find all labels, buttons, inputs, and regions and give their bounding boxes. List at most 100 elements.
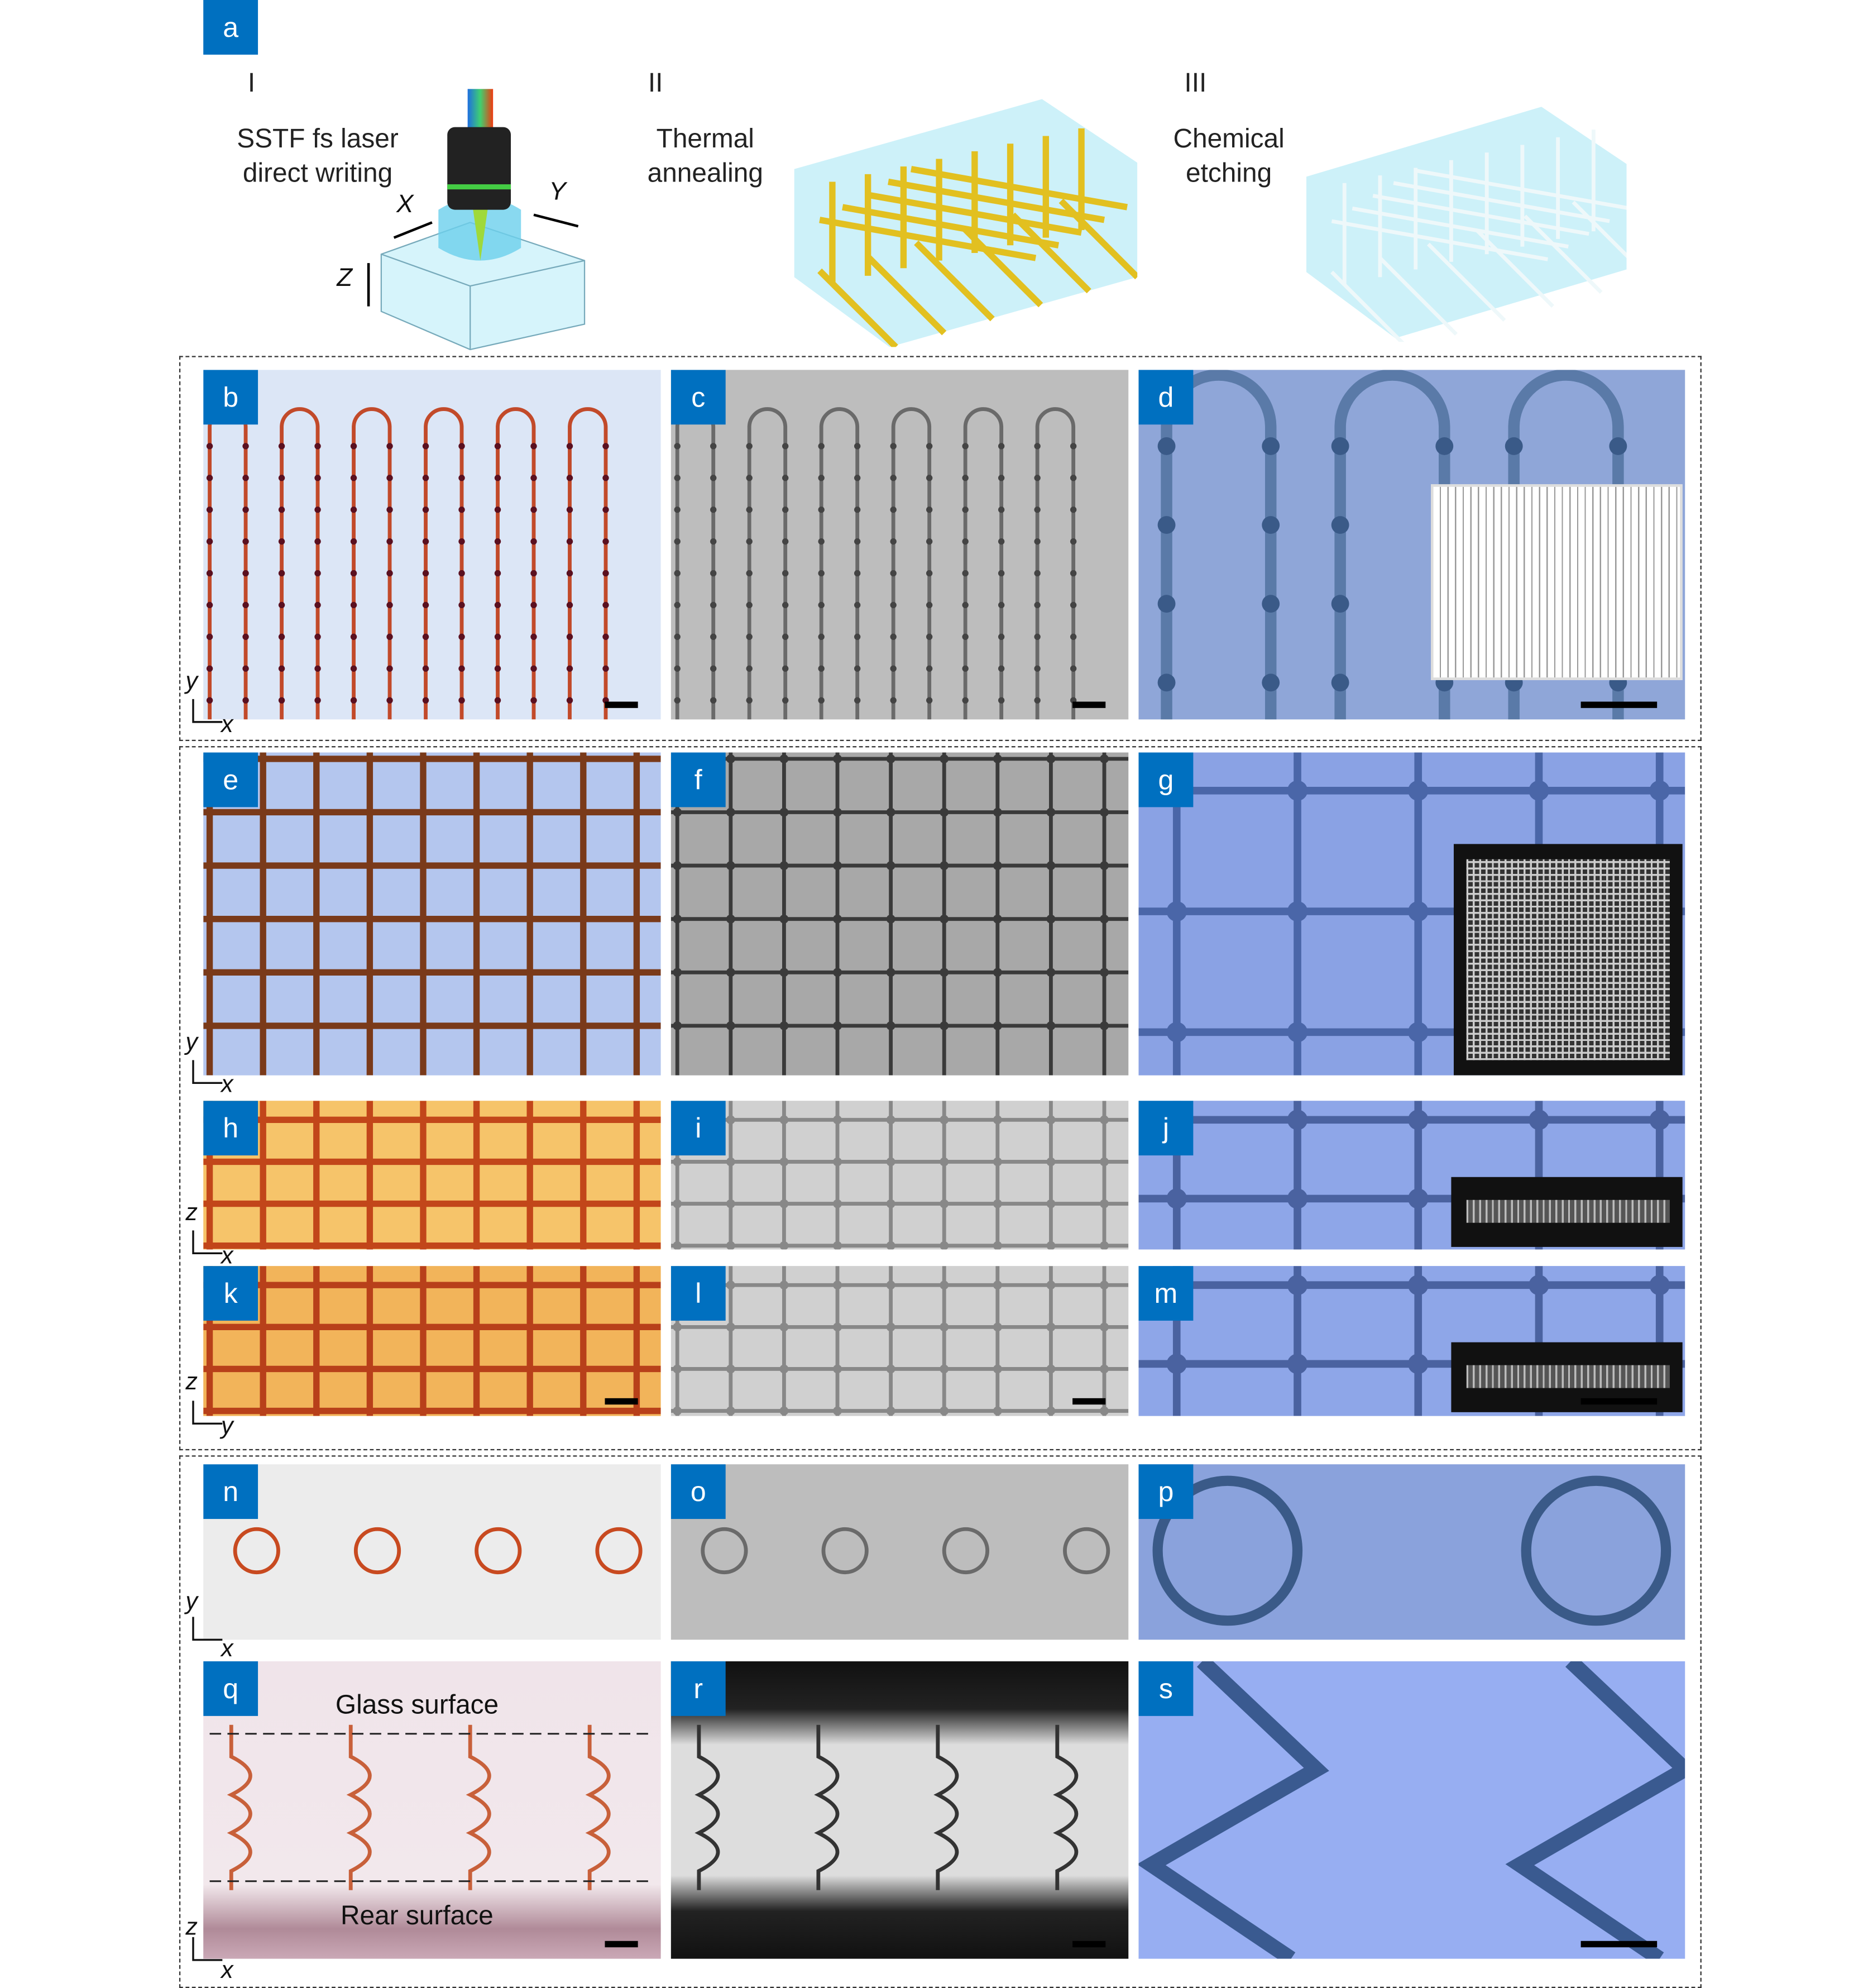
node-dot	[940, 1021, 949, 1030]
panel-label-p: p	[1138, 1464, 1194, 1519]
node-dot	[206, 538, 213, 545]
node-dot	[258, 1406, 268, 1416]
lattice-rod	[1331, 219, 1549, 261]
node-dot	[422, 443, 429, 450]
micrograph-l	[670, 1266, 1129, 1416]
panel-m: m	[1138, 1266, 1685, 1416]
node-dot	[782, 601, 789, 609]
node-dot	[993, 914, 1002, 924]
node-dot	[1046, 1322, 1056, 1332]
node-dot	[525, 807, 535, 817]
node-dot	[566, 697, 573, 704]
node-dot	[419, 1157, 428, 1167]
node-dot	[578, 1115, 588, 1125]
node-dot	[494, 665, 501, 672]
node-dot	[258, 1364, 268, 1374]
node-dot	[962, 697, 969, 704]
node-dot	[1070, 633, 1077, 641]
node-dot	[726, 861, 735, 871]
node-dot	[673, 807, 682, 817]
node-dot	[1287, 1275, 1308, 1296]
node-dot	[998, 475, 1005, 481]
node-dot	[818, 443, 825, 450]
node-dot	[782, 443, 789, 450]
node-dot	[1408, 1022, 1429, 1043]
panel-label-c: c	[670, 370, 726, 425]
node-dot	[818, 570, 825, 577]
helical-channel	[585, 1724, 611, 1890]
panel-label-j: j	[1138, 1101, 1194, 1156]
axis-y-label: y	[185, 1029, 198, 1057]
node-dot	[940, 1199, 949, 1208]
node-dot	[1166, 1188, 1187, 1209]
panel-label-s: s	[1138, 1661, 1194, 1716]
panel-label-o: o	[670, 1464, 726, 1519]
panel-label-b: b	[203, 370, 258, 425]
node-dot	[886, 1241, 895, 1250]
node-dot	[854, 506, 861, 513]
axis-arrows-icon	[192, 699, 223, 723]
axis-y-label: y	[185, 1589, 198, 1616]
node-dot	[419, 1241, 428, 1250]
node-dot	[746, 633, 753, 641]
micrograph-h	[203, 1101, 661, 1250]
node-dot	[312, 1322, 321, 1332]
node-dot	[962, 475, 969, 481]
node-dot	[726, 1115, 735, 1125]
node-dot	[278, 443, 285, 450]
lattice-rod	[1010, 212, 1091, 294]
node-dot	[782, 633, 789, 641]
node-dot	[833, 914, 842, 924]
node-dot	[525, 1322, 535, 1332]
annealed-lattice-illustration	[794, 99, 1138, 347]
node-dot	[365, 861, 375, 871]
node-dot	[940, 1241, 949, 1250]
lattice-rod	[865, 254, 947, 336]
node-dot	[365, 968, 375, 977]
node-dot	[710, 601, 717, 609]
node-dot	[1408, 1110, 1429, 1130]
node-dot	[312, 1199, 321, 1208]
lattice-rod	[1378, 256, 1458, 336]
node-dot	[472, 1406, 481, 1416]
node-dot	[1408, 901, 1429, 922]
node-dot	[1408, 780, 1429, 801]
node-dot	[1262, 595, 1280, 613]
node-dot	[350, 538, 357, 545]
lattice-rod	[1524, 214, 1603, 294]
node-dot	[242, 601, 249, 609]
node-dot	[602, 443, 609, 450]
node-dot	[566, 538, 573, 545]
node-dot	[779, 914, 789, 924]
node-dot	[940, 1157, 949, 1167]
node-dot	[1070, 665, 1077, 672]
node-dot	[854, 665, 861, 672]
node-dot	[926, 601, 933, 609]
node-dot	[1331, 437, 1349, 455]
node-dot	[472, 1241, 481, 1250]
node-dot	[1649, 1110, 1670, 1130]
helical-channel	[694, 1724, 720, 1890]
lattice-rod	[1475, 228, 1554, 308]
node-dot	[472, 914, 481, 924]
node-dot	[602, 665, 609, 672]
node-dot	[419, 1406, 428, 1416]
node-dot	[1046, 1021, 1056, 1030]
node-dot	[525, 754, 535, 763]
node-dot	[350, 665, 357, 672]
node-dot	[206, 697, 213, 704]
node-dot	[854, 633, 861, 641]
inset-j	[1451, 1177, 1683, 1247]
node-dot	[993, 1406, 1002, 1416]
laser-writing-illustration	[367, 89, 586, 351]
panel-q: q	[203, 1661, 661, 1959]
node-dot	[1649, 1275, 1670, 1296]
scale-bar	[1580, 1941, 1658, 1948]
node-dot	[1609, 437, 1627, 455]
axis-arrows-icon	[192, 1937, 223, 1961]
helical-channel	[814, 1724, 840, 1890]
node-dot	[674, 538, 681, 545]
lattice-rod	[914, 240, 995, 322]
node-dot	[854, 443, 861, 450]
node-dot	[1070, 475, 1077, 481]
